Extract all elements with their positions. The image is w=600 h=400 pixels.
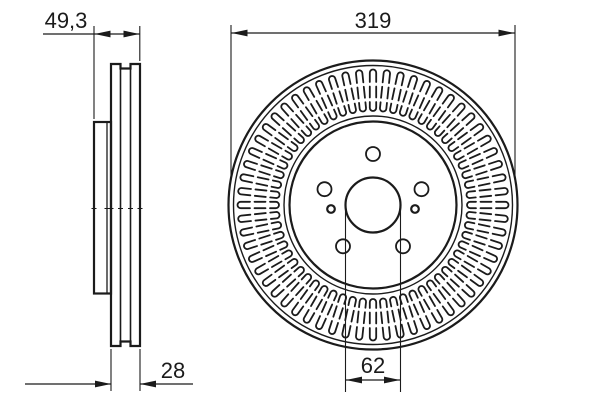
dim-overall-width-label: 49,3 [45, 8, 88, 33]
vent-slot [447, 258, 485, 287]
vent-slot [243, 230, 285, 250]
vent-slot [270, 265, 305, 298]
set-screw-hole-right [410, 204, 420, 214]
hat-profile-outline [92, 120, 113, 295]
vent-slot [433, 102, 466, 137]
vent-slot [368, 298, 378, 342]
vent-slot [280, 273, 313, 308]
dim-arrow-left [94, 30, 111, 38]
vent-slot [368, 68, 378, 112]
vent-slot [453, 249, 492, 276]
vent-slot [441, 265, 476, 298]
center-bore-circle [344, 176, 402, 234]
bolt-hole [316, 181, 333, 198]
vent-slot [280, 102, 313, 137]
bolt-hole [413, 181, 430, 198]
dim-thickness-label: 28 [161, 358, 185, 383]
dim-outer-diameter-extension-lines [230, 25, 516, 180]
vent-slot [426, 93, 455, 131]
dim-arrow-left [231, 29, 248, 37]
dim-arrow-left [95, 380, 111, 388]
hat-edge-circle [288, 120, 458, 290]
chamfer-circle [232, 64, 514, 346]
vent-slot [408, 80, 431, 121]
vent-slot [355, 69, 367, 113]
vent-slot [261, 258, 299, 287]
vent-slot [457, 147, 498, 170]
vent-slot [447, 123, 485, 152]
vent-slot [463, 221, 507, 237]
vent-slot [239, 221, 283, 237]
vent-slot [328, 75, 348, 117]
vent-slot [465, 187, 509, 199]
dim-overall-width: 49,3 [43, 8, 141, 119]
vent-slot [248, 147, 289, 170]
vent-slot [239, 173, 283, 189]
vent-slot [379, 297, 391, 341]
vent-slot [243, 160, 285, 180]
vent-slots-ring [236, 68, 510, 342]
dim-arrow-right [123, 30, 140, 38]
vent-slot [237, 211, 281, 223]
vent-slot [341, 295, 357, 339]
vent-slot [461, 160, 503, 180]
bolt-holes [316, 146, 430, 255]
dim-arrow-right [384, 376, 400, 384]
dim-center-bore: 62 [344, 206, 402, 392]
bolt-hole [365, 146, 381, 162]
side-view [91, 62, 143, 348]
dim-center-bore-extension-lines [344, 206, 402, 392]
vent-slot [466, 200, 510, 210]
vent-slot [254, 134, 293, 161]
vent-slot [236, 200, 280, 210]
bolt-hole [335, 238, 351, 255]
vent-slot [398, 75, 418, 117]
vent-slot [453, 134, 492, 161]
vent-slot [441, 112, 476, 145]
vent-slot [302, 86, 329, 125]
dim-arrow-right [140, 380, 156, 388]
dim-arrow-right [498, 29, 515, 37]
vent-slot [261, 123, 299, 152]
set-screw-hole-left [326, 204, 336, 214]
vent-slot [379, 69, 391, 113]
vent-slot [417, 285, 444, 324]
vent-slot [237, 187, 281, 199]
vent-slot [270, 112, 305, 145]
vent-slot [328, 293, 348, 335]
vent-slot [341, 71, 357, 115]
vent-slot [248, 240, 289, 263]
front-view [227, 59, 519, 351]
dim-thickness: 28 [25, 349, 193, 391]
vent-slot [398, 293, 418, 335]
vent-slot [315, 80, 338, 121]
vent-slot [461, 230, 503, 250]
vent-slot [457, 240, 498, 263]
dim-overall-width-extension-lines [93, 26, 141, 119]
vent-slot [389, 295, 405, 339]
vent-slot [465, 211, 509, 223]
dim-outer-diameter-label: 319 [355, 8, 392, 33]
bolt-hole [395, 238, 411, 255]
disc-profile-outline [109, 62, 142, 348]
vent-slot [291, 279, 320, 317]
friction-band-inner-circle [283, 115, 463, 295]
vent-slot [355, 297, 367, 341]
vent-slot [408, 289, 431, 330]
vent-slot [426, 279, 455, 317]
dim-outer-diameter: 319 [230, 8, 516, 180]
dim-center-bore-label: 62 [361, 353, 385, 378]
outer-edge-circle [227, 59, 519, 351]
vent-slot [463, 173, 507, 189]
vent-slot [417, 86, 444, 125]
vent-slot [291, 93, 320, 131]
vent-slot [389, 71, 405, 115]
vent-slot [302, 285, 329, 324]
vent-slot [433, 273, 466, 308]
vent-slot [315, 289, 338, 330]
dim-arrow-left [346, 376, 362, 384]
dim-thickness-extension-lines [110, 349, 141, 391]
vent-slot [254, 249, 293, 276]
